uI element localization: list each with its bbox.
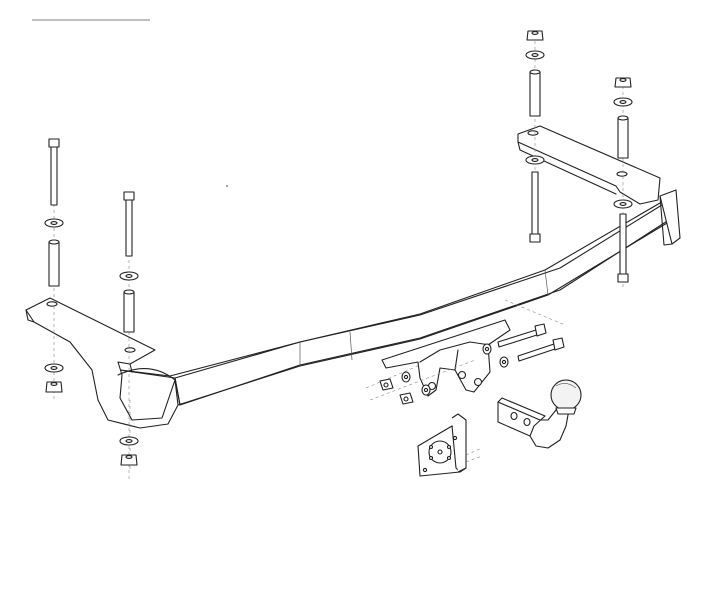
bolt-shank (531, 171, 539, 235)
nut (120, 454, 138, 466)
left-outer-bolt-stack (44, 138, 64, 400)
center-left-nuts-washers (379, 371, 431, 405)
electrical-socket-plate (417, 413, 483, 477)
right-mounting-bracket (517, 125, 661, 205)
bolt-head (552, 337, 565, 351)
right-rear-bolt-stack (525, 30, 545, 245)
bolt-head (534, 323, 547, 337)
nut (526, 30, 544, 41)
spacer-tube (123, 291, 135, 333)
bolt-shank (619, 213, 627, 275)
nut (45, 381, 63, 393)
tow-ball-neck (497, 379, 582, 449)
tow-ball (550, 379, 582, 411)
center-right-bolts (482, 323, 565, 368)
right-front-bolt-stack (613, 77, 633, 290)
bolt-shank (50, 146, 58, 206)
left-mounting-bracket (25, 297, 179, 470)
spacer-tube (48, 241, 60, 287)
stray-mark (226, 185, 228, 187)
bolt-head (48, 138, 60, 148)
left-inner-bolt-stack (119, 191, 139, 480)
bolt-shank (125, 199, 133, 257)
spacer-tube (617, 117, 629, 159)
bolt-head (617, 273, 629, 283)
tow-ball-mounting-plate (365, 299, 566, 401)
nut (614, 77, 632, 88)
spacer-tube (529, 71, 541, 117)
bolt-shank (517, 343, 556, 362)
bolt-head (123, 191, 135, 201)
bolt-head (529, 233, 541, 243)
tow-bar-crossbeam (119, 189, 681, 406)
